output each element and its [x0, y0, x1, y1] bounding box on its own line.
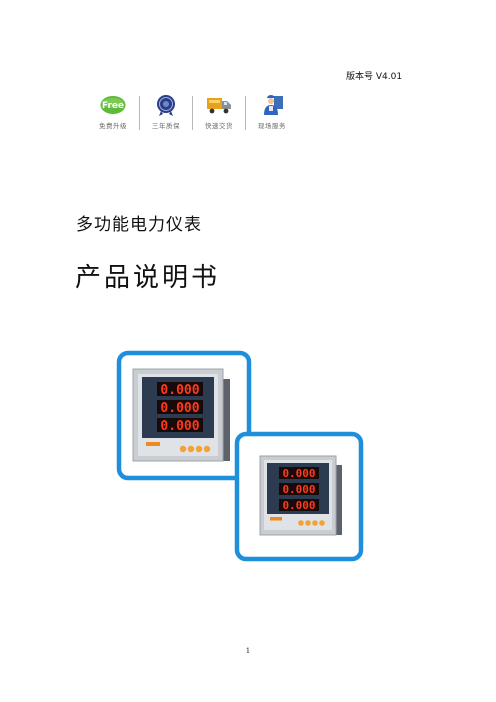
- panel-button: [203, 445, 211, 453]
- meter-readout: 0.000: [282, 499, 315, 512]
- version-label: 版本号 V4.01: [346, 72, 403, 82]
- meter-photo-large: 0.000 0.000 0.000: [116, 350, 252, 481]
- brand-strip: [270, 517, 282, 521]
- panel-button: [312, 520, 318, 526]
- panel-button: [195, 445, 203, 453]
- meter-photo-small: 0.000 0.000 0.000: [234, 431, 364, 562]
- panel-button: [298, 520, 304, 526]
- service-icons-bar: Free 免费升级 三年质保 快速交货: [88, 94, 297, 130]
- readout-window: [157, 418, 203, 432]
- service-label: 三年质保: [152, 122, 180, 130]
- service-onsite: 现场服务: [247, 94, 297, 130]
- panel-button: [179, 445, 187, 453]
- readout-window: [157, 400, 203, 414]
- meter-readout: 0.000: [282, 467, 315, 480]
- readout-window: [279, 483, 319, 495]
- service-fast-delivery: 快速交货: [194, 94, 244, 130]
- panel-button: [319, 520, 325, 526]
- free-badge-text: Free: [102, 101, 124, 111]
- service-label: 现场服务: [258, 122, 286, 130]
- readout-window: [279, 499, 319, 511]
- service-label: 免费升级: [99, 122, 127, 130]
- warranty-seal-icon: [157, 95, 175, 116]
- service-label: 快速交货: [205, 122, 233, 130]
- meter-readout: 0.000: [160, 383, 199, 398]
- free-badge-icon: Free: [100, 96, 126, 114]
- panel-button: [305, 520, 311, 526]
- service-warranty: 三年质保: [141, 94, 191, 130]
- service-free-upgrade: Free 免费升级: [88, 94, 138, 130]
- document-title: 产品说明书: [75, 263, 221, 293]
- panel-button: [187, 445, 195, 453]
- page-number: 1: [245, 647, 251, 655]
- brand-strip: [146, 442, 160, 446]
- meter-readout: 0.000: [282, 483, 315, 496]
- readout-window: [157, 382, 203, 396]
- divider: [192, 96, 193, 130]
- divider: [245, 96, 246, 130]
- divider: [139, 96, 140, 130]
- delivery-truck-icon: [207, 98, 231, 114]
- readout-window: [279, 467, 319, 479]
- product-image: 0.000 0.000 0.000 0.000 0.000 0.000: [116, 350, 364, 562]
- document-subtitle: 多功能电力仪表: [76, 215, 202, 235]
- meter-readout: 0.000: [160, 419, 199, 434]
- meter-readout: 0.000: [160, 401, 199, 416]
- technician-icon: [264, 95, 283, 115]
